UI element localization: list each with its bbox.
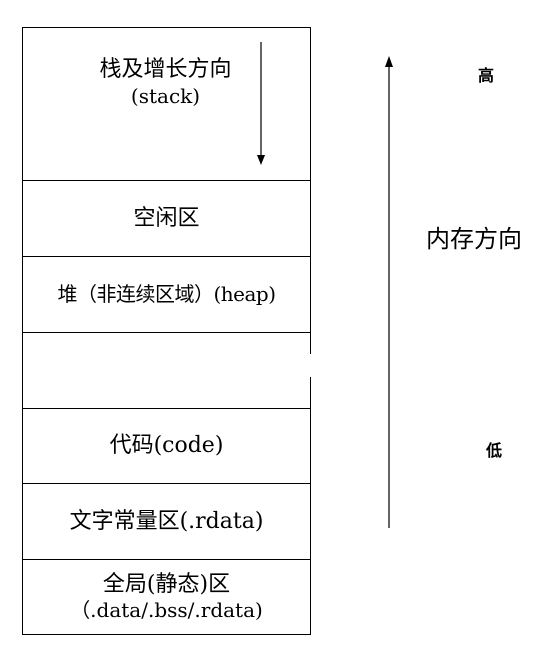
global-subtitle: （.data/.bss/.rdata) (70, 598, 263, 623)
heap-segment: 堆（非连续区域）(heap) (23, 257, 310, 333)
code-segment: 代码(code) (23, 409, 310, 484)
heap-label: 堆（非连续区域）(heap) (57, 282, 276, 306)
memory-direction-arrow (385, 56, 393, 528)
stack-growth-arrow (257, 42, 265, 165)
stack-label-group: 栈及增长方向 (stack) (23, 56, 308, 109)
free-area-label: 空闲区 (133, 205, 200, 231)
stack-title: 栈及增长方向 (99, 57, 232, 82)
stack-segment: 栈及增长方向 (stack) (23, 28, 310, 181)
rodata-label: 文字常量区(.rdata) (69, 508, 264, 534)
global-static-segment: 全局(静态)区 （.data/.bss/.rdata) (23, 560, 310, 634)
memory-direction-label: 内存方向 (426, 225, 522, 253)
high-address-label: 高 (478, 66, 495, 85)
border-gap (309, 354, 312, 377)
memory-layout-diagram: 栈及增长方向 (stack) 空闲区 堆（非连续区域）(heap) 代码(cod… (22, 27, 312, 635)
empty-segment (23, 333, 310, 409)
rodata-segment: 文字常量区(.rdata) (23, 484, 310, 560)
low-address-label: 低 (486, 441, 503, 460)
global-title: 全局(静态)区 (102, 571, 231, 597)
code-label: 代码(code) (109, 433, 224, 459)
free-area-segment: 空闲区 (23, 181, 310, 257)
stack-subtitle: (stack) (130, 83, 201, 108)
